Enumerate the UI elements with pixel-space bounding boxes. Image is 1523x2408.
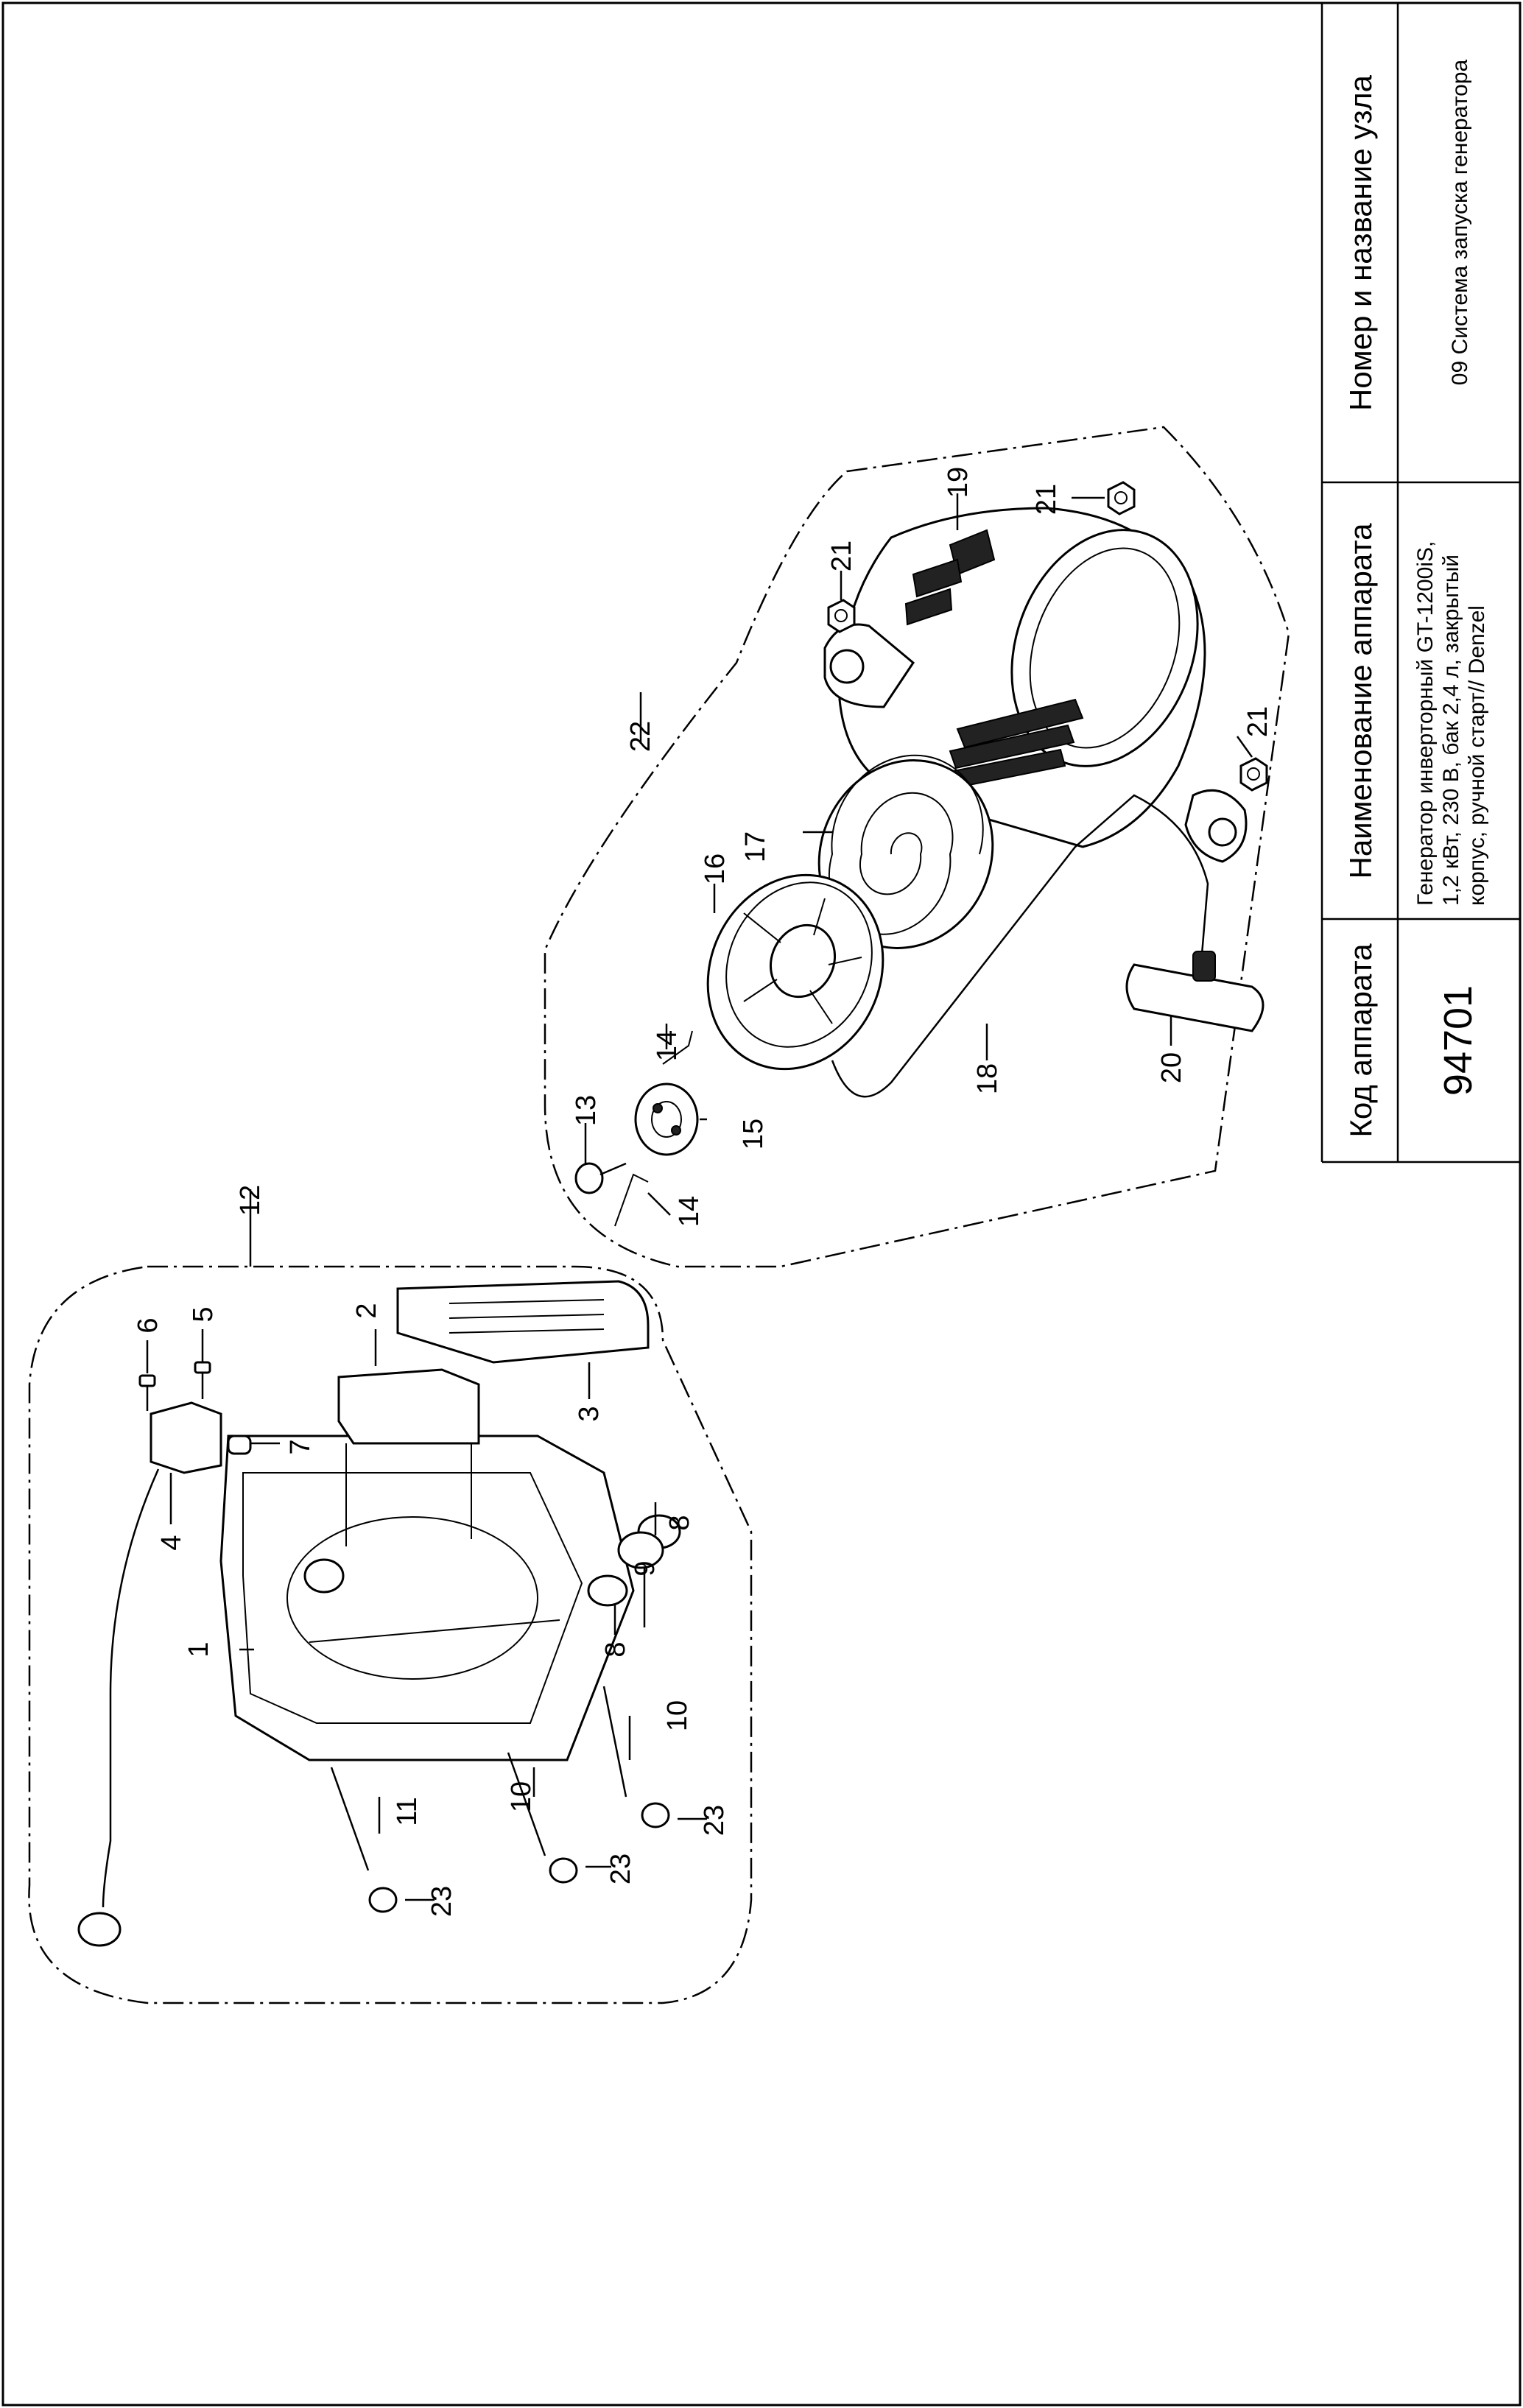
ratchet	[634, 1082, 699, 1156]
callout-17: 17	[740, 831, 771, 862]
callout-23b: 23	[605, 1853, 636, 1884]
leader-lines	[146, 493, 1253, 1901]
switch-bracket	[77, 1401, 222, 1947]
callout-numbers: 1 2 3 4 5 6 7 8 9 8 10 10 11 12 13 14 14…	[133, 467, 1273, 1917]
cover-plate	[337, 1368, 480, 1445]
callout-12: 12	[235, 1185, 266, 1216]
sleeve-23-c	[368, 1887, 398, 1913]
header-device-code: Код аппарата	[1343, 943, 1378, 1138]
sleeve-23-a	[641, 1802, 670, 1828]
rope-reel	[706, 873, 884, 1071]
ring-8-b	[587, 1574, 628, 1607]
callout-15: 15	[738, 1119, 769, 1150]
starter-rope	[831, 794, 1209, 1098]
pin-10-a	[602, 1686, 627, 1798]
nut-21-c	[1239, 757, 1268, 792]
callout-21c: 21	[1242, 706, 1273, 737]
callout-11: 11	[392, 1797, 423, 1826]
header-unit-name: Номер и название узла	[1343, 74, 1378, 411]
ring-9	[617, 1531, 664, 1569]
callout-19: 19	[943, 467, 974, 498]
callout-10b: 10	[506, 1781, 537, 1812]
callout-20: 20	[1156, 1052, 1187, 1083]
unit-name-value: 09 Система запуска генератора	[1448, 59, 1472, 385]
header-device-name: Наименование аппарата	[1343, 523, 1378, 879]
bolt-6	[138, 1374, 156, 1411]
callout-23c: 23	[426, 1886, 457, 1917]
bolt-5	[194, 1361, 211, 1399]
sleeve-23-b	[549, 1857, 578, 1884]
starter-handle	[1125, 951, 1265, 1032]
callout-14a: 14	[652, 1030, 683, 1061]
small-spring-14-a	[662, 1030, 693, 1065]
grille-cover	[396, 1280, 650, 1364]
callout-13: 13	[571, 1095, 602, 1126]
callout-21b: 21	[1031, 484, 1062, 515]
title-block: Номер и название узла Наименование аппар…	[1320, 3, 1520, 1163]
callout-6: 6	[133, 1317, 163, 1333]
assembly-22-boundary	[544, 426, 1290, 1268]
callout-8a: 8	[664, 1515, 695, 1530]
screw	[574, 1162, 627, 1194]
callout-10a: 10	[662, 1700, 693, 1731]
device-name-line-3: корпус, ручной старт// Denzel	[1465, 605, 1489, 906]
callout-1: 1	[183, 1641, 214, 1657]
device-name-line-1: Генератор инверторный GT-1200iS,	[1413, 541, 1438, 906]
fan-housing	[219, 1434, 635, 1761]
bushing-7	[227, 1434, 252, 1455]
callout-4: 4	[156, 1535, 187, 1550]
nut-21-b	[1107, 481, 1136, 515]
callout-9: 9	[630, 1560, 661, 1576]
device-name-line-2: 1,2 кВт, 230 В, бак 2,4 л, закрытый	[1439, 555, 1463, 906]
callout-22: 22	[625, 721, 656, 752]
device-code-value: 94701	[1436, 985, 1480, 1096]
small-spring-14-b	[614, 1173, 649, 1227]
pin-10-b	[507, 1752, 546, 1856]
callout-7: 7	[285, 1439, 316, 1454]
callout-21a: 21	[826, 541, 857, 571]
callout-14b: 14	[674, 1196, 705, 1227]
callout-2: 2	[351, 1303, 382, 1318]
callout-16: 16	[700, 853, 731, 884]
callout-5: 5	[188, 1306, 219, 1322]
callout-3: 3	[574, 1406, 605, 1421]
callout-18: 18	[972, 1063, 1003, 1094]
pin-11	[330, 1767, 370, 1871]
callout-23a: 23	[699, 1805, 730, 1836]
nut-21-a	[827, 599, 856, 633]
assembly-12-boundary	[28, 1265, 753, 2004]
callout-8b: 8	[600, 1641, 631, 1657]
